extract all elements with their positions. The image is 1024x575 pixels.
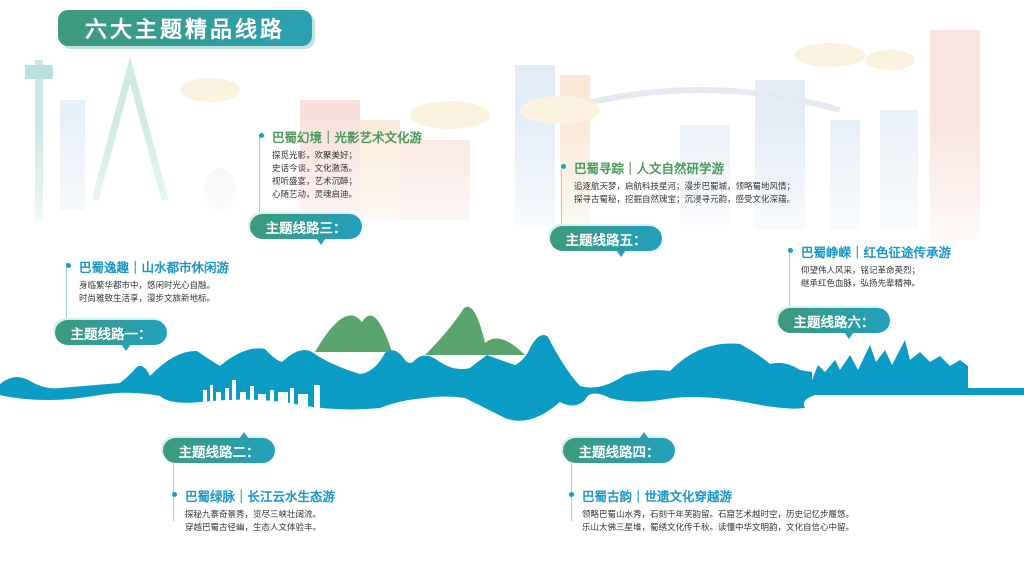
route-description: 仰望伟人风采，铭记革命英烈；继承红色血脉，弘扬先辈精神。 — [801, 266, 921, 289]
route-title: 巴蜀幻境｜光影艺术文化游 — [258, 127, 422, 146]
route-title: 巴蜀峥嵘｜红色征途传承游 — [787, 242, 951, 261]
route-title: 巴蜀古韵｜世遗文化穿越游 — [568, 486, 854, 505]
blue-river-mountains — [0, 335, 1024, 421]
route-1-info: 巴蜀逸趣｜山水都市休闲游 身临繁华都市中，悠闲时光心自融。时尚雅致生活享，漫步文… — [65, 257, 229, 306]
connector-line — [561, 169, 562, 227]
route-2-badge[interactable]: 主题线路二： — [163, 432, 275, 463]
green-mountain-left — [315, 315, 392, 352]
route-4-badge[interactable]: 主题线路四： — [563, 432, 675, 463]
route-6-info: 巴蜀峥嵘｜红色征途传承游 仰望伟人风采，铭记革命英烈；继承红色血脉，弘扬先辈精神… — [787, 242, 951, 291]
route-title: 巴蜀寻踪｜人文自然研学游 — [560, 158, 795, 177]
green-mountain-right — [425, 306, 525, 355]
route-description: 身临繁华都市中，悠闲时光心自融。时尚雅致生活享，漫步文旅新地标。 — [79, 281, 216, 304]
route-1-badge[interactable]: 主题线路一： — [55, 320, 167, 351]
route-4-info: 巴蜀古韵｜世遗文化穿越游 领略巴蜀山水秀，石刻千年芙韵留。石窟艺术越时空，历史记… — [568, 486, 855, 535]
route-2-info: 巴蜀绿脉｜长江云水生态游 探秘九寨奇景秀，览尽三峡壮阔流。穿越巴蜀古径幽，生态人… — [171, 486, 335, 535]
connector-line — [66, 262, 67, 320]
route-6-badge[interactable]: 主题线路六： — [778, 308, 890, 339]
route-5-info: 巴蜀寻踪｜人文自然研学游 追逐航天梦，启航科技星河；漫步巴蜀城，领略蜀地风情；探… — [560, 158, 796, 207]
route-3-badge[interactable]: 主题线路三： — [250, 214, 362, 245]
route-description: 追逐航天梦，启航科技星河；漫步巴蜀城，领略蜀地风情；探寻古蜀秘，挖掘自然瑰宝；沉… — [574, 182, 796, 205]
route-description: 探秘九寨奇景秀，览尽三峡壮阔流。穿越巴蜀古径幽，生态人文体验丰。 — [185, 510, 322, 533]
route-5-badge[interactable]: 主题线路五： — [550, 226, 662, 257]
route-description: 领略巴蜀山水秀，石刻千年芙韵留。石窟艺术越时空，历史记忆步履悠。乐山大佛三星堆，… — [582, 510, 855, 533]
connector-line — [259, 137, 260, 215]
route-3-info: 巴蜀幻境｜光影艺术文化游 探觅光影，欢聚美好；史话今谈，文化激荡。视听盛宴，艺术… — [258, 127, 422, 202]
city-skyline-white — [203, 380, 320, 408]
connector-line — [789, 248, 790, 308]
route-description: 探觅光影，欢聚美好；史话今谈，文化激荡。视听盛宴，艺术沉醉；心随艺动，灵魂启迪。 — [272, 151, 358, 200]
route-title: 巴蜀绿脉｜长江云水生态游 — [171, 486, 335, 505]
route-title: 巴蜀逸趣｜山水都市休闲游 — [65, 257, 229, 276]
page-title: 六大主题精品线路 — [58, 10, 312, 46]
